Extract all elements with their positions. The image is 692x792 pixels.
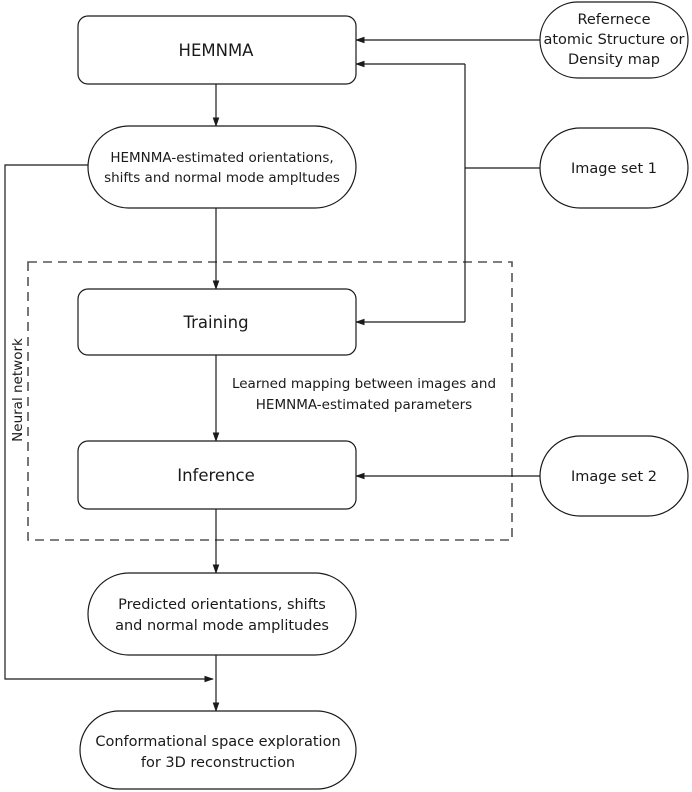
node-image-set-1: Image set 1	[539, 127, 689, 209]
exploration-line-2: for 3D reconstruction	[141, 755, 295, 771]
inference-label: Inference	[177, 466, 255, 485]
predicted-line-1: Predicted orientations, shifts	[118, 597, 326, 613]
image-set-2-label: Image set 2	[571, 469, 657, 485]
node-training: Training	[77, 288, 357, 356]
exploration-line-1: Conformational space exploration	[95, 734, 340, 750]
node-predicted: Predicted orientations, shifts and norma…	[87, 572, 357, 656]
reference-line-1: Refernece	[577, 12, 650, 28]
predicted-line-2: and normal mode amplitudes	[115, 618, 329, 634]
reference-line-2: atomic Structure or	[543, 32, 684, 48]
image-set-1-label: Image set 1	[571, 161, 657, 177]
neural-network-label: Neural network	[10, 338, 26, 442]
node-hemnma-estimates: HEMNMA-estimated orientations, shifts an…	[87, 125, 357, 209]
reference-line-3: Density map	[568, 52, 660, 68]
node-image-set-2: Image set 2	[539, 435, 689, 517]
node-inference: Inference	[77, 440, 357, 510]
node-exploration: Conformational space exploration for 3D …	[79, 710, 357, 790]
node-hemnma: HEMNMA	[77, 15, 357, 85]
hemnma-estimates-line-2: shifts and normal mode ampltudes	[104, 170, 340, 186]
training-label: Training	[182, 313, 248, 332]
neural-network-region	[27, 261, 513, 541]
hemnma-label: HEMNMA	[179, 41, 255, 60]
edge-estimates-to-exploration	[4, 164, 214, 683]
learned-mapping-label-line-2: HEMNMA-estimated parameters	[256, 397, 472, 413]
node-reference: Refernece atomic Structure or Density ma…	[539, 1, 689, 79]
learned-mapping-label-line-1: Learned mapping between images and	[232, 376, 496, 392]
hemnma-estimates-line-1: HEMNMA-estimated orientations,	[110, 150, 333, 166]
